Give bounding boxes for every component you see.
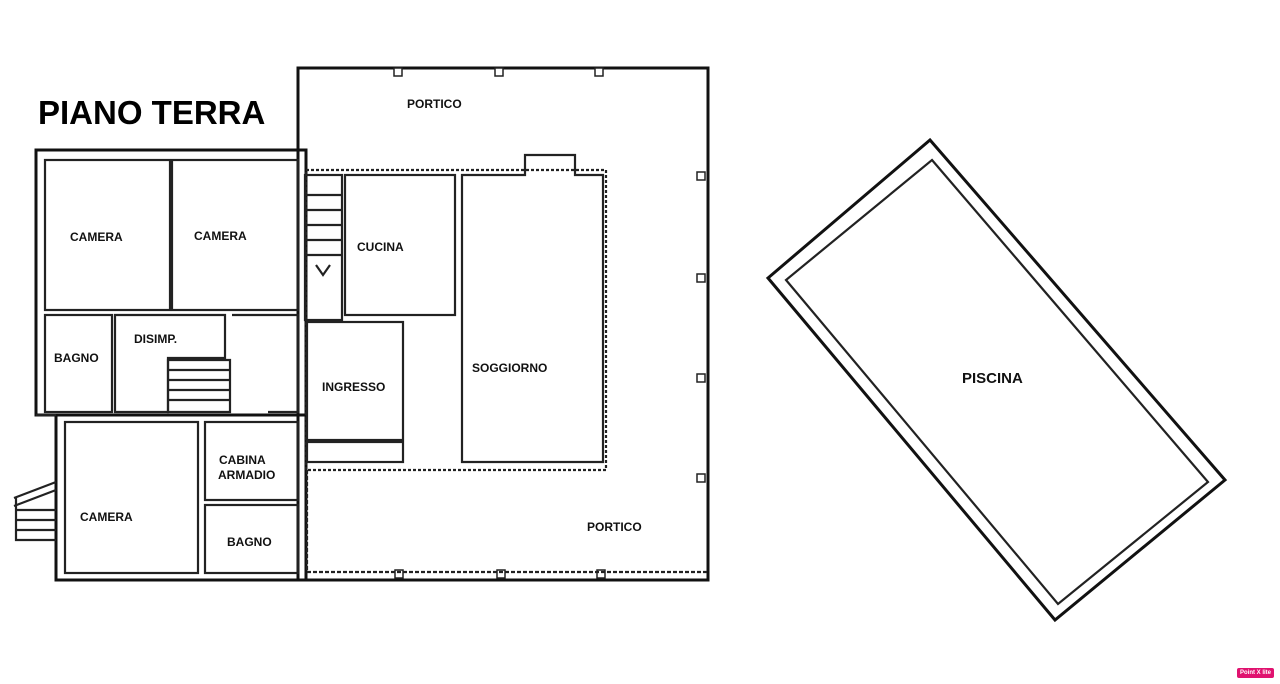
room-label-portico: PORTICO (587, 520, 642, 534)
room-label-ingresso: INGRESSO (322, 380, 385, 394)
room-label-camera: CAMERA (194, 229, 247, 243)
rooms (43, 153, 708, 575)
plan-title: PIANO TERRA (38, 94, 265, 131)
room-label-piscina: PISCINA (962, 370, 1023, 387)
room-label-cucina: CUCINA (357, 240, 404, 254)
room-label-camera: CAMERA (70, 230, 123, 244)
room-label-portico: PORTICO (407, 97, 462, 111)
room-label-armadio: ARMADIO (218, 468, 275, 482)
pool (765, 137, 1228, 623)
room-label-bagno: BAGNO (54, 351, 99, 365)
room-label-bagno: BAGNO (227, 535, 272, 549)
portico-outline (296, 66, 710, 582)
room-label-camera: CAMERA (80, 510, 133, 524)
room-label-disimpegno: DISIMP. (134, 332, 177, 346)
room-label-cabina: CABINA (219, 453, 266, 467)
building-walls (13, 148, 308, 582)
watermark-badge: Point X lite (1237, 668, 1275, 678)
room-label-soggiorno: SOGGIORNO (472, 361, 547, 375)
